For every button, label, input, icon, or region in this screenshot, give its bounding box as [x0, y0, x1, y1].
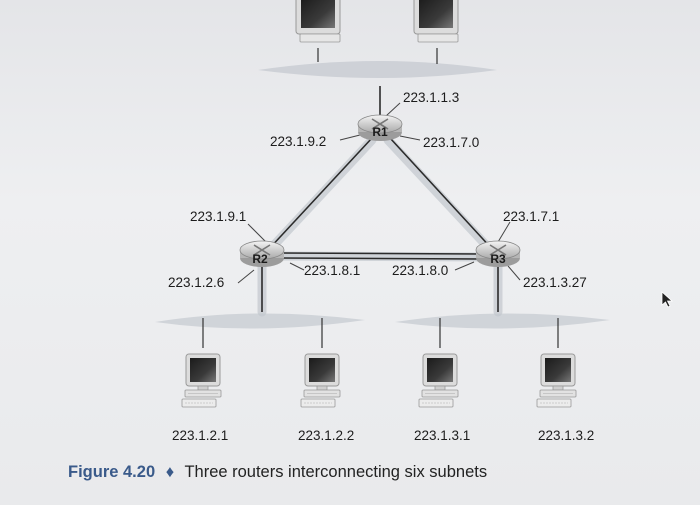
link-r1-r3 — [389, 137, 494, 251]
iface-r1-right: 223.1.7.0 — [423, 135, 479, 150]
link-r2-r3-b — [279, 257, 483, 260]
computer-icon — [300, 353, 341, 408]
top-host-stems — [317, 48, 438, 64]
link-r2-r3-a — [279, 252, 483, 255]
iface-r3-top: 223.1.7.1 — [503, 209, 559, 224]
top-host-right-icon — [413, 0, 459, 43]
router-r2-label: R2 — [252, 252, 268, 266]
mouse-cursor — [661, 291, 674, 308]
caption-text: Three routers interconnecting six subnet… — [184, 463, 487, 481]
link-r1-r2 — [267, 137, 373, 251]
figure-caption: Figure 4.20 ♦ Three routers interconnect… — [68, 463, 487, 481]
router-r1: R1 — [357, 114, 403, 141]
iface-r3-left: 223.1.8.0 — [392, 263, 448, 278]
iface-r1-top: 223.1.1.3 — [403, 90, 459, 105]
top-host-left-icon — [295, 0, 341, 43]
host-h3-address: 223.1.3.1 — [414, 428, 470, 443]
router-r1-label: R1 — [372, 125, 388, 139]
host-h2-address: 223.1.2.2 — [298, 428, 354, 443]
host-h2: 223.1.2.2 — [298, 353, 354, 443]
router-links — [261, 86, 499, 312]
iface-r1-left: 223.1.9.2 — [270, 134, 326, 149]
host-h4: 223.1.3.2 — [536, 353, 594, 443]
iface-r2-left: 223.1.2.6 — [168, 275, 224, 290]
host-h1: 223.1.2.1 — [172, 353, 228, 443]
figure-number: Figure 4.20 — [68, 463, 155, 481]
computer-icon — [536, 353, 577, 408]
iface-r2-right: 223.1.8.1 — [304, 263, 360, 278]
subnet-band-left — [155, 313, 365, 329]
host-stems — [202, 318, 559, 348]
router-r2: R2 — [239, 240, 285, 267]
host-h4-address: 223.1.3.2 — [538, 428, 594, 443]
router-r3: R3 — [475, 240, 521, 267]
label-leaders — [237, 102, 521, 284]
link-shadows — [257, 135, 503, 317]
router-r3-label: R3 — [490, 252, 506, 266]
iface-r2-top: 223.1.9.1 — [190, 209, 246, 224]
computer-icon — [418, 353, 459, 408]
host-h1-address: 223.1.2.1 — [172, 428, 228, 443]
iface-r3-right: 223.1.3.27 — [523, 275, 587, 290]
subnet-band-right — [395, 313, 610, 329]
computer-icon — [181, 353, 222, 408]
caption-separator: ♦ — [166, 463, 174, 481]
subnet-band-top — [258, 61, 497, 78]
host-h3: 223.1.3.1 — [414, 353, 470, 443]
